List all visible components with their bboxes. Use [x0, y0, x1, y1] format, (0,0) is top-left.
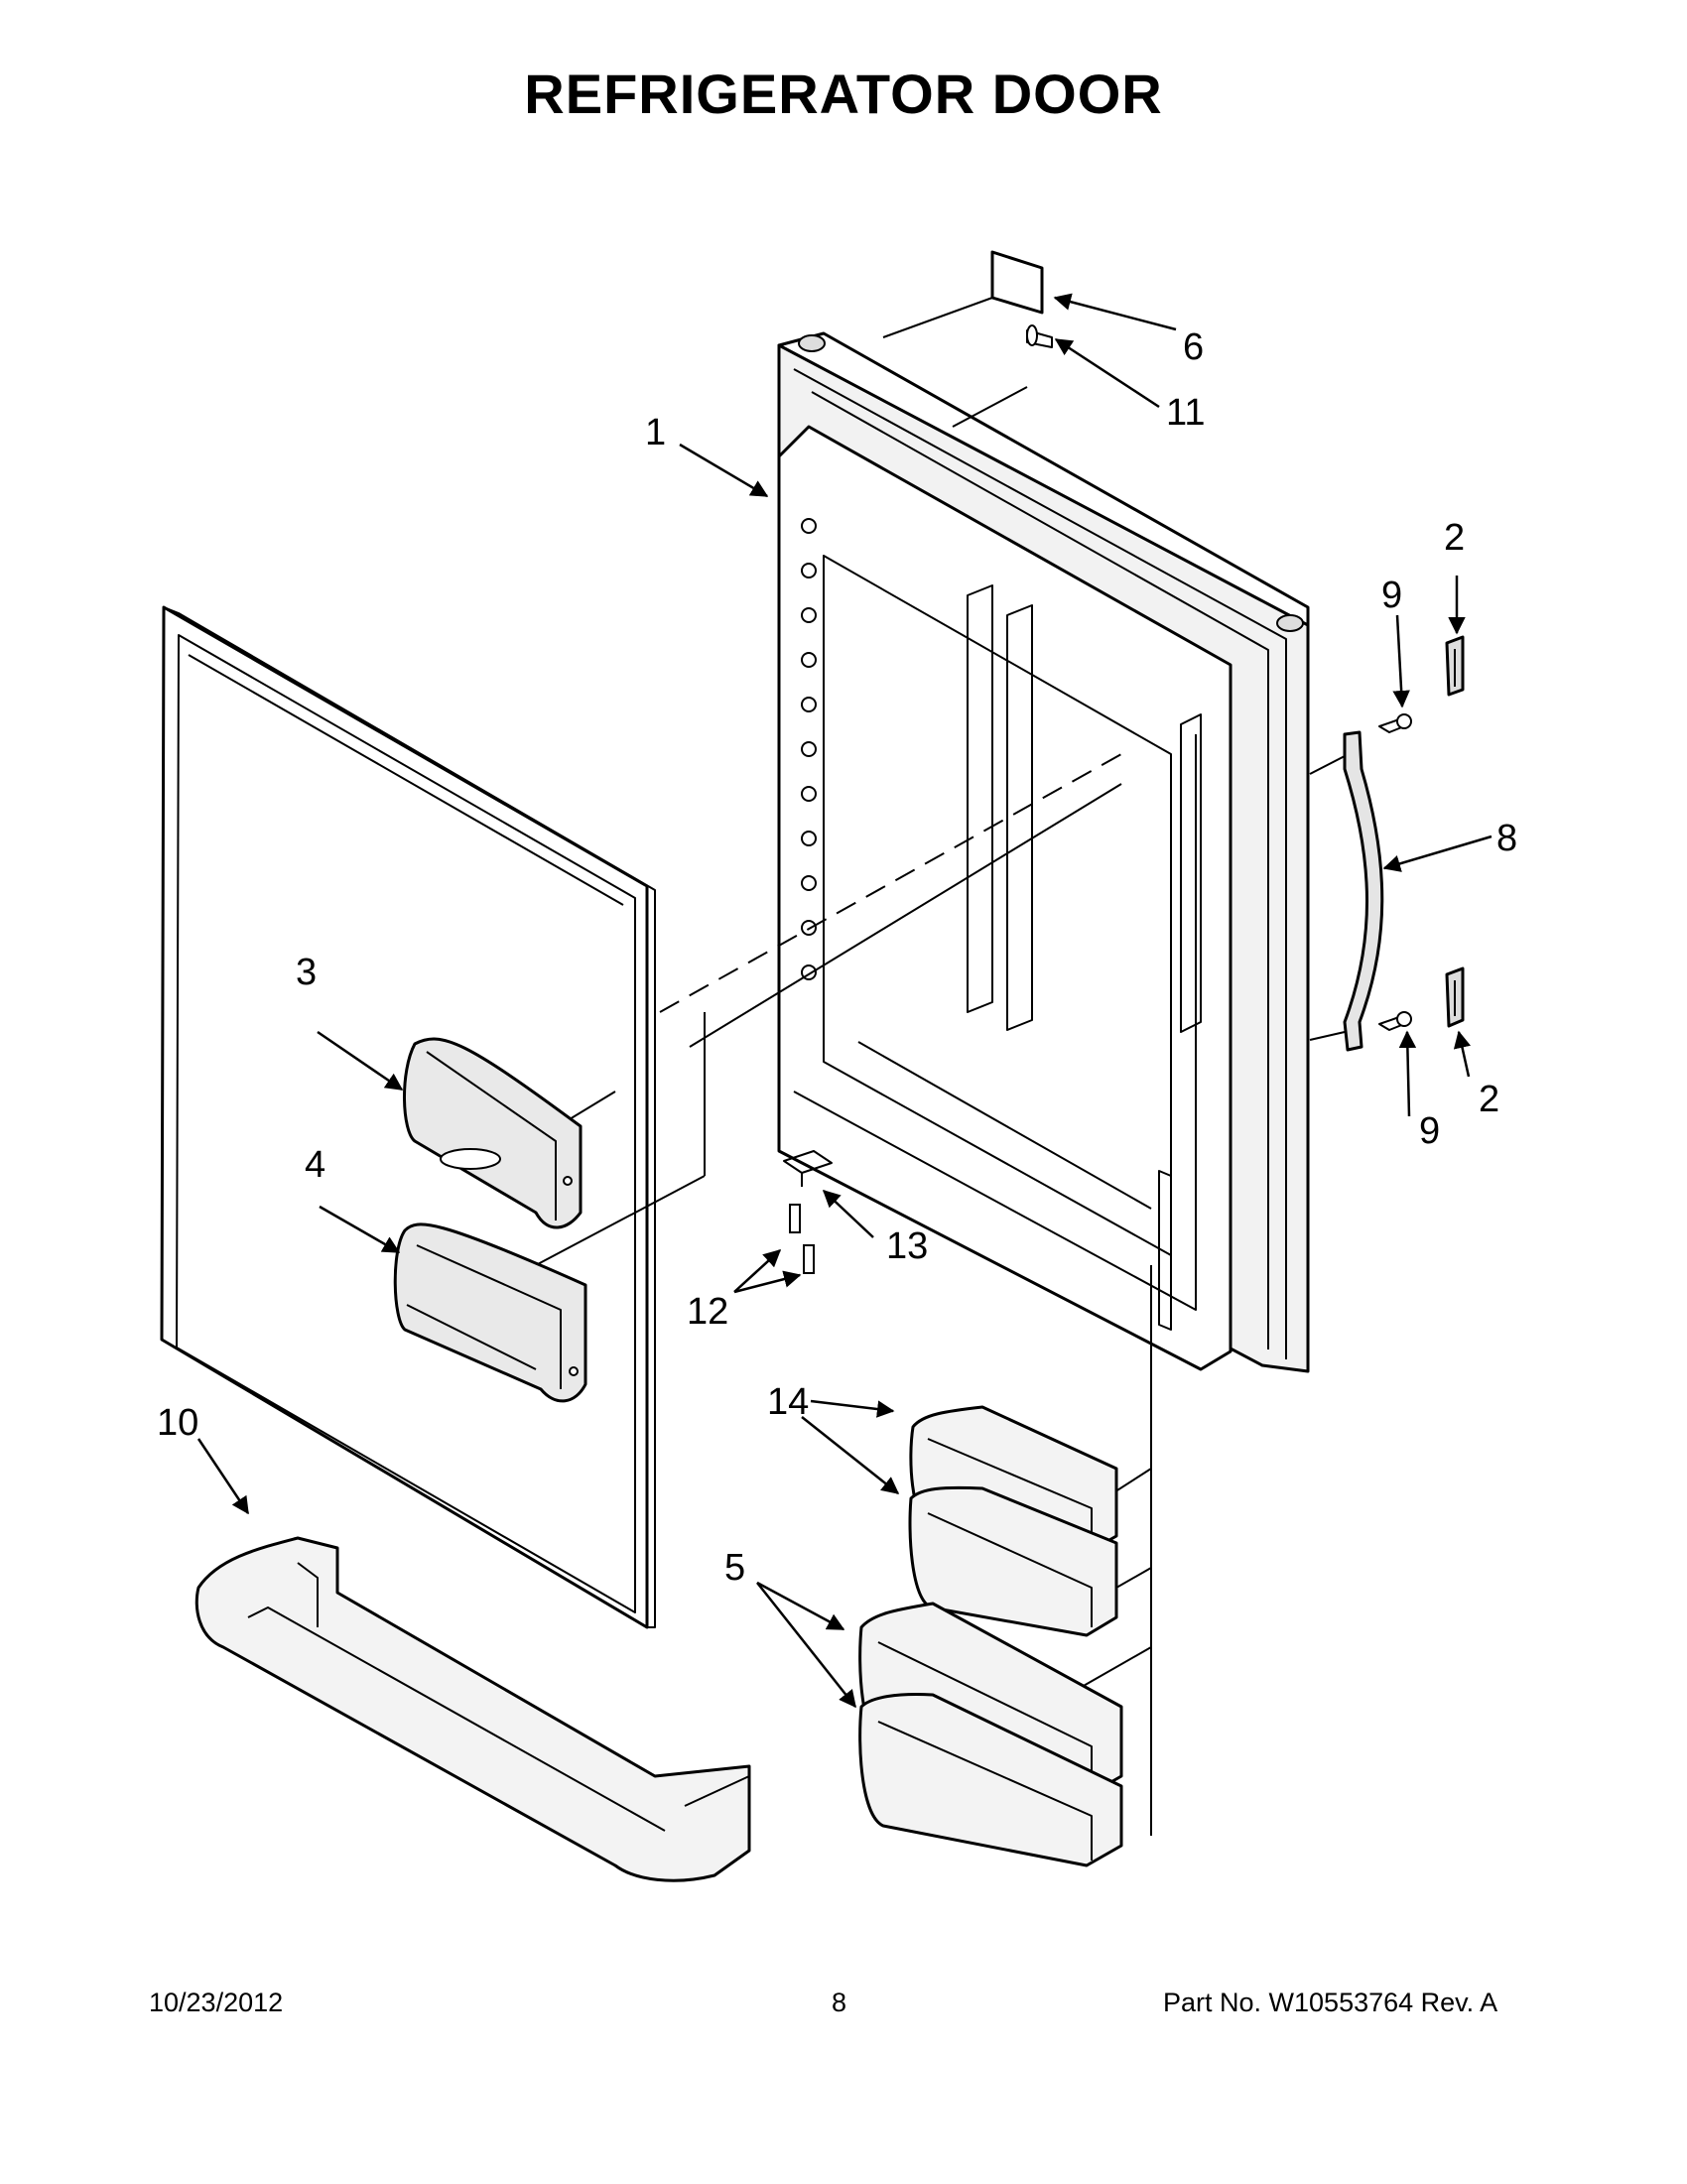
bottom-screws: [789, 1204, 815, 1274]
door-outer-panel: [777, 331, 1310, 1373]
bottom-hinge-bracket: [783, 1150, 833, 1187]
handle-screws: [1378, 713, 1412, 1031]
liner-rivets: [801, 518, 817, 980]
callout-labels: 6 11 1 2 9 8 3 9 2 4 13 12 14 10 5: [157, 326, 1517, 1589]
door-bins-small: [908, 1405, 1118, 1637]
callout-9-bottom: 9: [1419, 1110, 1440, 1152]
callout-13: 13: [886, 1225, 928, 1267]
callout-1: 1: [645, 412, 666, 453]
alignment-lines: [475, 753, 1152, 1836]
leader-arrows: [196, 293, 1492, 1709]
callout-8: 8: [1496, 818, 1517, 859]
footer-part-number: Part No. W10553764 Rev. A: [1163, 1988, 1498, 2017]
callout-4: 4: [305, 1144, 325, 1186]
door-bin-large: [195, 1536, 751, 1882]
door-handle: [1309, 730, 1384, 1052]
door-bins-medium: [858, 1602, 1123, 1867]
callout-14: 14: [767, 1381, 809, 1423]
callout-12: 12: [687, 1291, 728, 1333]
top-screw: [952, 324, 1053, 428]
callout-10: 11: [1166, 392, 1205, 434]
footer-date: 10/23/2012: [149, 1988, 284, 2017]
callout-11: 10: [157, 1402, 198, 1444]
callout-3: 3: [296, 952, 317, 993]
door-label-plate: [882, 250, 1044, 338]
callout-2-top: 2: [1444, 517, 1465, 559]
handle-end-caps: [1445, 635, 1465, 1028]
footer-page-number: 8: [832, 1988, 847, 2017]
page-title: REFRIGERATOR DOOR: [524, 63, 1163, 125]
callout-2-bottom: 2: [1479, 1079, 1499, 1120]
callout-6: 6: [1183, 326, 1204, 368]
dairy-door: [403, 1037, 583, 1229]
callout-9-top: 9: [1381, 575, 1402, 616]
dairy-bin: [393, 1222, 587, 1403]
callout-5: 5: [724, 1547, 745, 1589]
